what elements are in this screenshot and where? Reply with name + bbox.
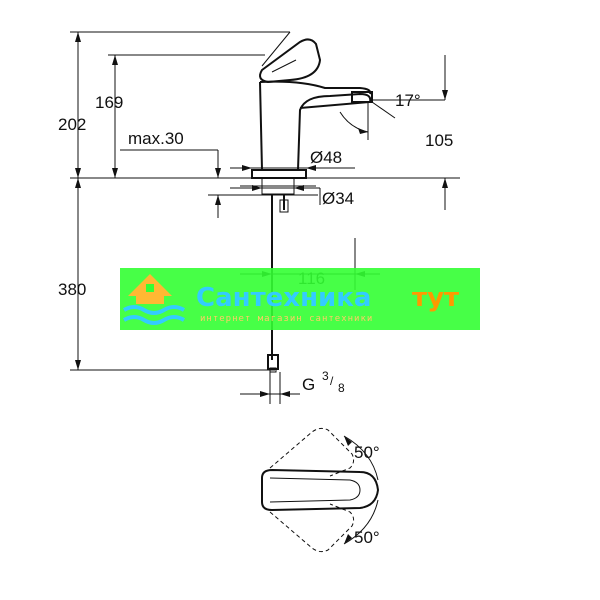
diameter-dimensions <box>230 165 355 205</box>
dim-50-degree-bottom-label: 50° <box>354 528 380 547</box>
faucet-top-view <box>261 427 380 553</box>
thread-dimension <box>240 372 300 404</box>
spout-angle-dimension <box>339 55 448 210</box>
watermark-title-part1: Сантехника <box>196 283 371 313</box>
dim-202-label: 202 <box>58 115 86 134</box>
dim-17-degree-label: 17° <box>395 91 421 110</box>
watermark-subtitle: интернет магазин сантехники <box>200 314 373 324</box>
watermark-banner: Сантехника тут интернет магазин сантехни… <box>120 268 480 330</box>
dim-diameter48-label: Ø48 <box>310 148 342 167</box>
dim-thread-g-label: G <box>302 375 315 394</box>
max-thickness-dimension <box>120 149 318 218</box>
watermark-title-part2: тут <box>412 283 459 313</box>
house-waves-logo-icon <box>122 274 186 325</box>
dim-thread-numerator: 3 <box>322 369 329 383</box>
dim-105-label: 105 <box>425 131 453 150</box>
dim-380-label: 380 <box>58 280 86 299</box>
dim-169-label: 169 <box>95 93 123 112</box>
dim-50-degree-top-label: 50° <box>354 443 380 462</box>
dim-thread-slash: / <box>330 374 334 388</box>
dim-max30-label: max.30 <box>128 129 184 148</box>
dim-thread-denominator: 8 <box>338 381 345 395</box>
dim-diameter34-label: Ø34 <box>322 189 354 208</box>
